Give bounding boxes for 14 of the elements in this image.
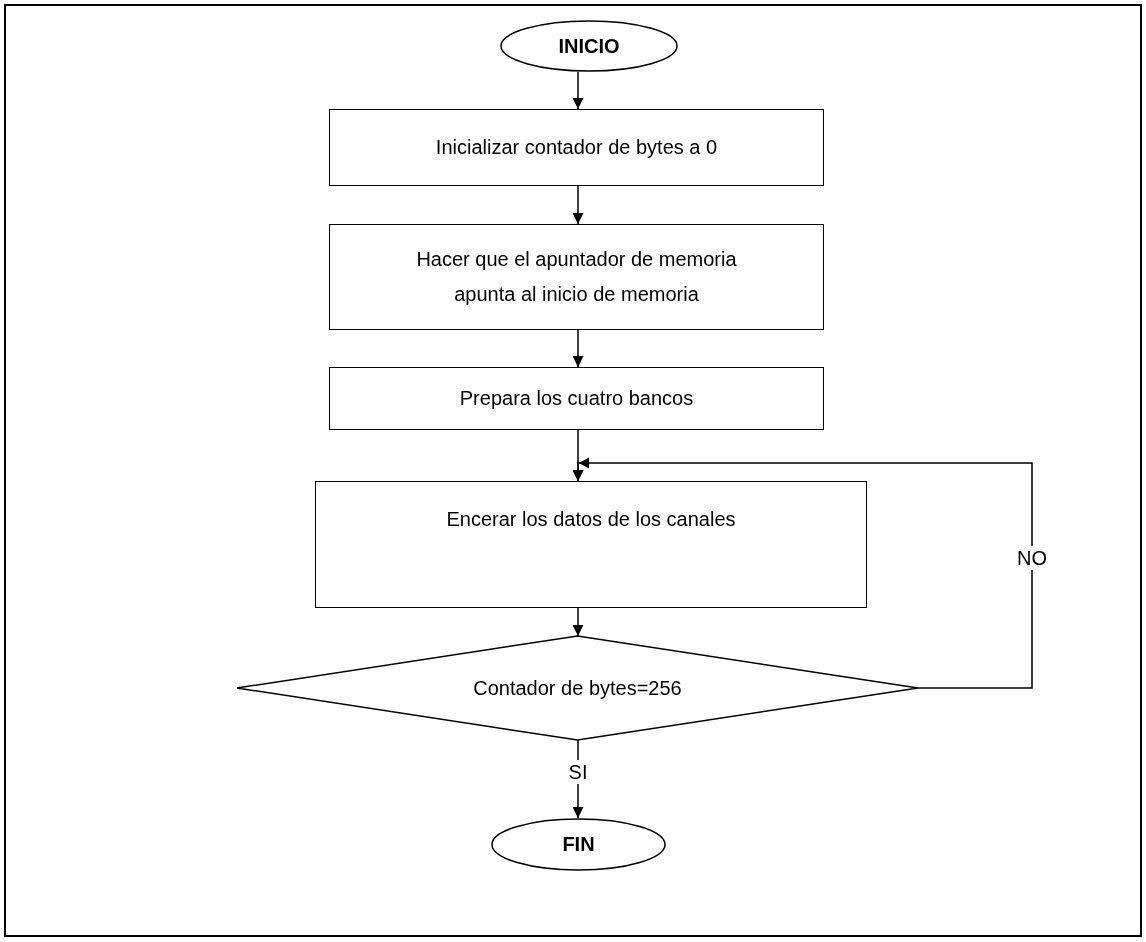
node-label: Prepara los cuatro bancos bbox=[459, 386, 694, 411]
node-label: Contador de bytes=256 bbox=[473, 675, 682, 701]
terminal-ellipse bbox=[500, 20, 678, 72]
process-box bbox=[329, 367, 824, 430]
node-label: Hacer que el apuntador de memoria apunta al inicio de memoria bbox=[415, 247, 738, 307]
decision-diamond bbox=[237, 636, 918, 740]
process-box bbox=[329, 109, 824, 186]
node-label: Encerar los datos de los canales bbox=[446, 507, 736, 532]
terminal-ellipse bbox=[491, 818, 666, 871]
process-box bbox=[315, 481, 867, 608]
node-label: FIN bbox=[562, 832, 595, 857]
process-box bbox=[329, 224, 824, 330]
node-label: Inicializar contador de bytes a 0 bbox=[435, 135, 718, 160]
node-label: INICIO bbox=[558, 33, 620, 59]
